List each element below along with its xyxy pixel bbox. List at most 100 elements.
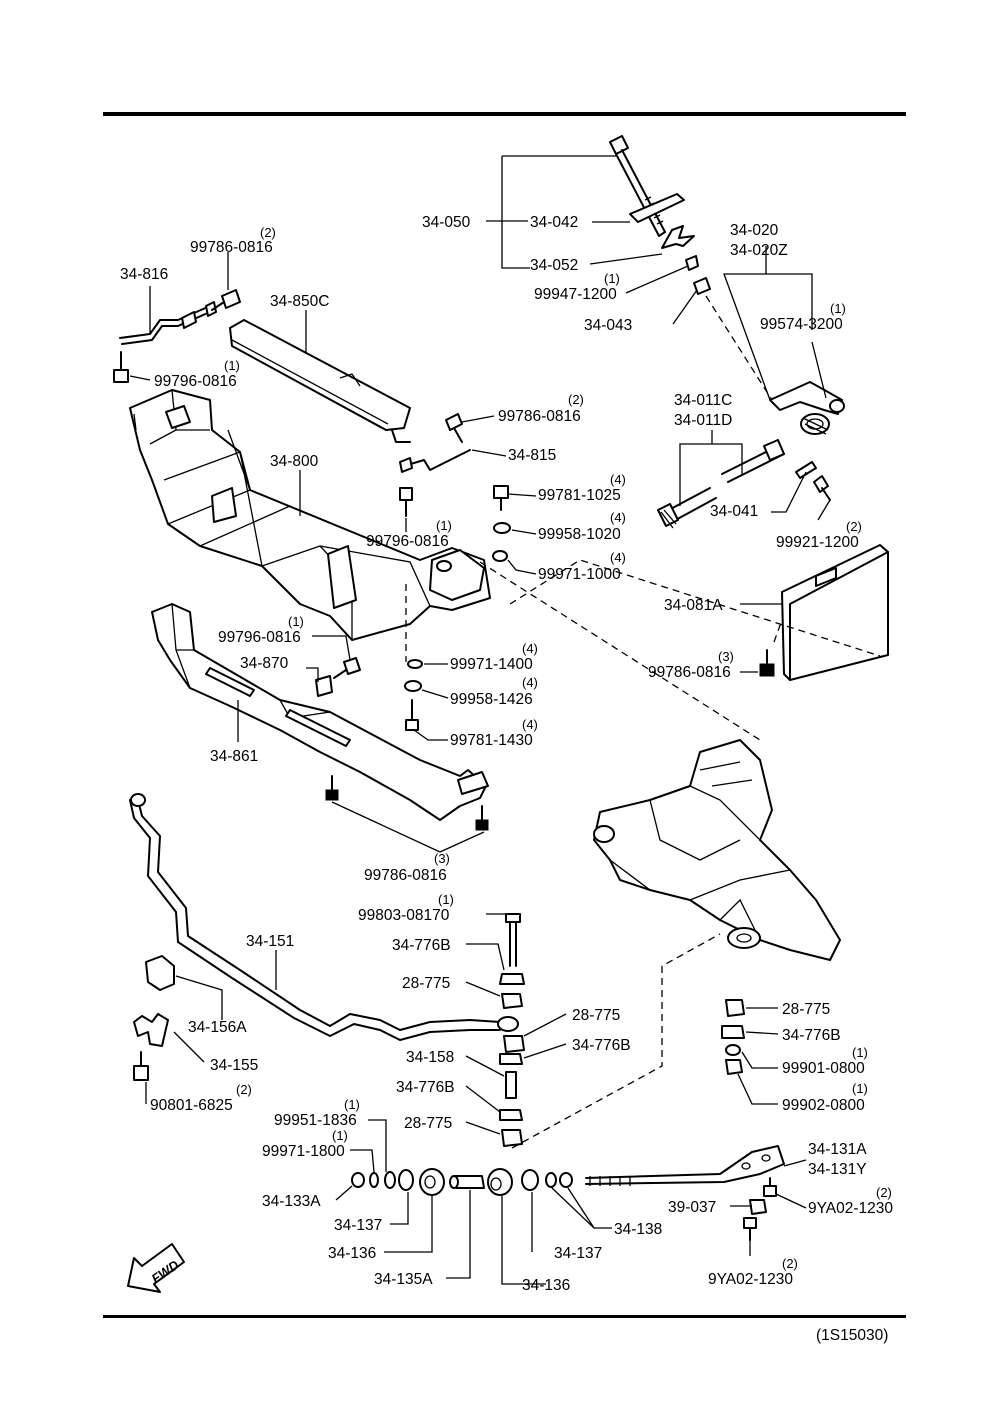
washer-99951-1836 xyxy=(384,1171,396,1189)
label-34-776B-c: 34-776B xyxy=(396,1079,455,1096)
washer-99971-1400 xyxy=(407,659,423,669)
label-34-815: 34-815 xyxy=(508,447,556,464)
qty-99947-1200: (1) xyxy=(604,271,620,286)
label-34-136-b: 34-136 xyxy=(522,1277,570,1294)
qty-99951-1836: (1) xyxy=(344,1097,360,1112)
label-34-020Z: 34-020Z xyxy=(730,242,788,259)
washer-34-137-a xyxy=(398,1169,414,1191)
label-99951-1836: 99951-1836 xyxy=(274,1112,357,1129)
bolt-90801-6825 xyxy=(133,1051,149,1081)
bolt-99786-0816-topleft xyxy=(211,289,241,311)
label-34-133A: 34-133A xyxy=(262,1193,321,1210)
label-34-138: 34-138 xyxy=(614,1221,662,1238)
bushing-34-136-a xyxy=(419,1168,445,1196)
label-34-776B-d: 34-776B xyxy=(782,1027,841,1044)
label-99796-0816-a: 99796-0816 xyxy=(154,373,237,390)
nut-34-138-a xyxy=(545,1172,557,1188)
label-34-137-b: 34-137 xyxy=(554,1245,602,1262)
qty-9ya02-1230-b: (2) xyxy=(782,1256,798,1271)
label-39-037: 39-037 xyxy=(668,1199,716,1216)
bushing-28-775-d xyxy=(725,999,745,1017)
washer-34-776B-a xyxy=(499,973,525,985)
top-rule xyxy=(103,112,906,116)
label-34-052: 34-052 xyxy=(530,257,578,274)
crossmember-34-800 xyxy=(129,389,491,641)
bolt-9ya02-1230-b xyxy=(743,1217,757,1241)
qty-90801-6825: (2) xyxy=(236,1082,252,1097)
qty-99781-1430: (4) xyxy=(522,717,538,732)
bolt-99781-1025 xyxy=(493,485,509,511)
washer-99958-1426 xyxy=(404,680,422,692)
shield-34-850C xyxy=(229,319,411,443)
pipe-34-816 xyxy=(119,301,217,345)
qty-99803-08170: (1) xyxy=(438,892,454,907)
label-34-043: 34-043 xyxy=(584,317,632,334)
sleeve-34-135A xyxy=(449,1175,485,1189)
label-99958-1426: 99958-1426 xyxy=(450,691,533,708)
qty-99786-0816-d: (3) xyxy=(434,851,450,866)
label-99958-1020: 99958-1020 xyxy=(538,526,621,543)
bushing-34-156A xyxy=(145,955,175,991)
label-34-156A: 34-156A xyxy=(188,1019,247,1036)
bolt-99786-0816-lower-a xyxy=(325,775,339,801)
washer-99971-1000 xyxy=(492,550,508,562)
label-34-131A: 34-131A xyxy=(808,1141,867,1158)
qty-99958-1426: (4) xyxy=(522,675,538,690)
leader-lines xyxy=(129,155,881,1285)
qty-99796-0816-c: (1) xyxy=(288,614,304,629)
qty-99786-0816-c: (3) xyxy=(718,649,734,664)
label-99902-0800: 99902-0800 xyxy=(782,1097,865,1114)
bolt-99781-1430 xyxy=(405,699,419,731)
bolt-9ya02-1230-a xyxy=(763,1177,777,1197)
bushing-28-775-c xyxy=(501,1129,523,1147)
qty-99786-0816-a: (2) xyxy=(260,225,276,240)
washer-34-776B-d xyxy=(721,1025,745,1039)
bracket-34-052 xyxy=(661,225,695,249)
label-34-042: 34-042 xyxy=(530,214,578,231)
nut-34-133A xyxy=(351,1172,365,1188)
label-34-870: 34-870 xyxy=(240,655,289,672)
label-34-081A: 34-081A xyxy=(664,597,723,614)
label-99781-1025: 99781-1025 xyxy=(538,487,621,504)
label-99781-1430: 99781-1430 xyxy=(450,732,533,749)
bushing-28-775-a xyxy=(501,993,523,1009)
part-labels: 34-050 34-042 34-052 (1) 99947-1200 34-0… xyxy=(120,214,893,1344)
bracket-34-870 xyxy=(315,675,333,697)
label-99921-1200: 99921-1200 xyxy=(776,534,859,551)
label-34-776B-a: 34-776B xyxy=(392,937,451,954)
qty-99902-0800: (1) xyxy=(852,1081,868,1096)
qty-9ya02-1230-a: (2) xyxy=(876,1185,892,1200)
label-34-131Y: 34-131Y xyxy=(808,1161,867,1178)
qty-99971-1000: (4) xyxy=(610,550,626,565)
label-34-151: 34-151 xyxy=(246,933,294,950)
washer-99958-1020 xyxy=(493,522,511,534)
bushing-34-136-b xyxy=(487,1168,513,1196)
label-99786-0816-a: 99786-0816 xyxy=(190,239,273,256)
lower-arm-assembly xyxy=(593,739,841,961)
qty-99796-0816-a: (1) xyxy=(224,358,240,373)
bolt-99796-0816-mid xyxy=(399,487,413,517)
label-34-850C: 34-850C xyxy=(270,293,329,310)
label-99803-08170: 99803-08170 xyxy=(358,907,450,924)
bolt-99786-0816-lower-b xyxy=(475,805,489,831)
bracket-34-155 xyxy=(133,1013,169,1047)
plate-34-042 xyxy=(629,193,685,223)
bolt-99803-08170 xyxy=(505,913,521,967)
label-34-816: 34-816 xyxy=(120,266,168,283)
bottom-rule xyxy=(103,1315,906,1318)
washer-34-776B-c xyxy=(499,1109,523,1121)
washer-99971-1800 xyxy=(369,1172,379,1188)
nut-39-037 xyxy=(749,1199,767,1215)
label-34-800: 34-800 xyxy=(270,453,319,470)
figure-code: (1S15030) xyxy=(816,1327,888,1344)
washer-99901-0800 xyxy=(725,1044,741,1056)
parts-drawing: FWD xyxy=(113,135,889,1293)
bolt-99796-0816-lower xyxy=(333,657,361,679)
bolt-99921-1200 xyxy=(813,475,831,501)
label-90801-6825: 90801-6825 xyxy=(150,1097,233,1114)
qty-99921-1200: (2) xyxy=(846,519,862,534)
bracket-34-815 xyxy=(399,449,471,473)
bracket-34-041 xyxy=(795,461,817,479)
label-28-775-b: 28-775 xyxy=(572,1007,620,1024)
label-34-020: 34-020 xyxy=(730,222,779,239)
